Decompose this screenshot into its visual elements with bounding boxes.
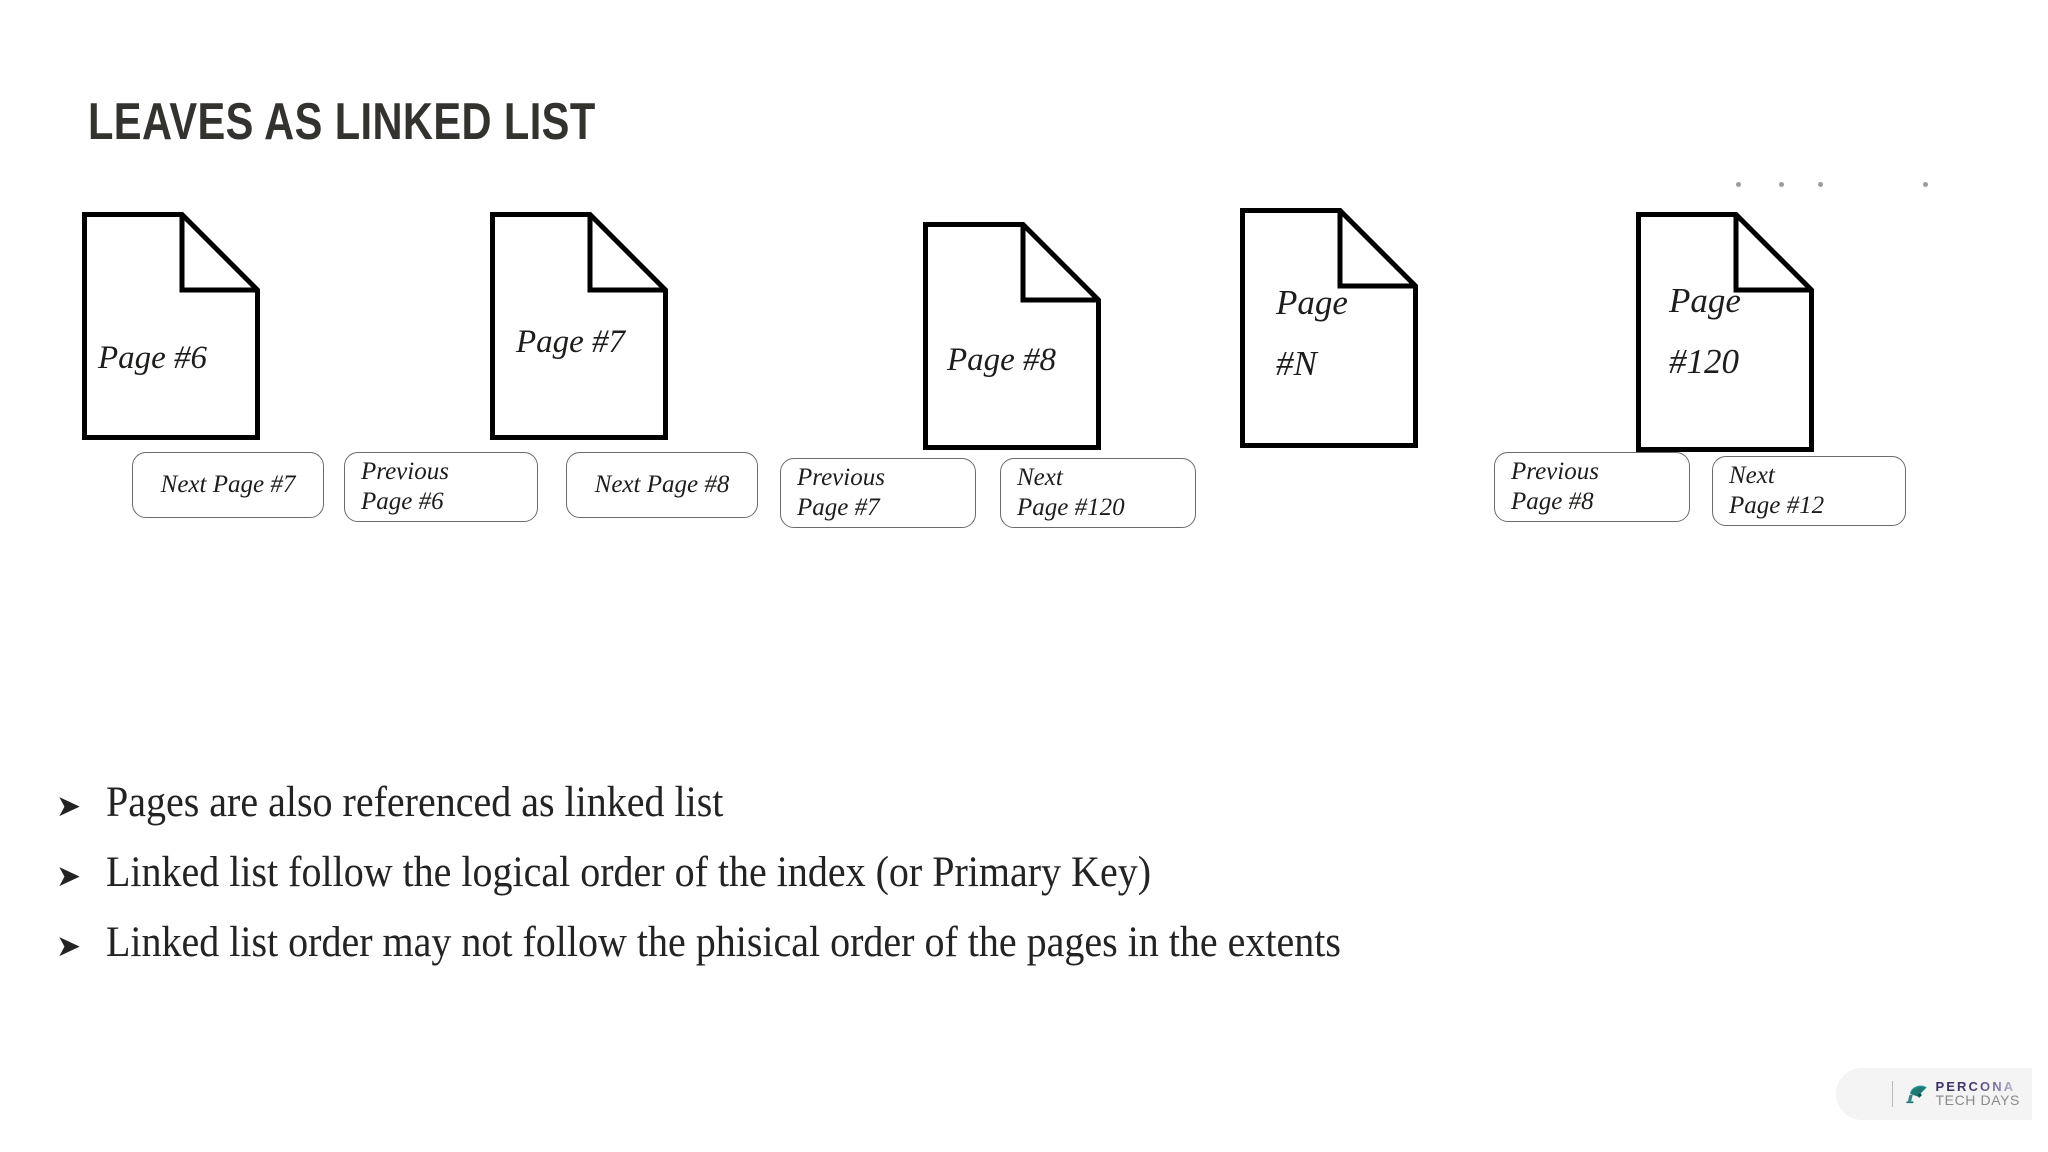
logo-wordmark: PERCONA TECH DAYS — [1936, 1080, 2021, 1108]
page-document: Page #6 — [82, 212, 260, 440]
page-document: Page #8 — [923, 222, 1101, 450]
bullet-item: ➤ Linked list order may not follow the ph… — [56, 918, 1956, 968]
logo-secondary-text: TECH DAYS — [1935, 1092, 2020, 1109]
page-document: Page #120 — [1636, 212, 1814, 452]
page-link-box: Next Page #120 — [1000, 458, 1196, 528]
bullet-item-text: Linked list order may not follow the phi… — [106, 918, 1341, 966]
bullet-arrow-icon: ➤ — [56, 929, 82, 963]
page-link-box: Previous Page #8 — [1494, 452, 1690, 522]
ellipsis-dot — [1779, 182, 1784, 187]
page-document-label: Page #120 — [1669, 281, 1741, 382]
ellipsis-dot — [1923, 182, 1928, 187]
ellipsis-dot — [1818, 182, 1823, 187]
satellite-dish-icon — [1903, 1081, 1929, 1107]
page-link-box: Next Page #8 — [566, 452, 758, 518]
page-document-label: Page #8 — [947, 342, 1057, 378]
logo-divider — [1891, 1081, 1893, 1107]
page-document-label: Page #6 — [98, 340, 208, 376]
page-title: LEAVES AS LINKED LIST — [88, 93, 596, 151]
percona-tech-days-logo: PERCONA TECH DAYS — [1836, 1068, 2032, 1120]
bullet-list: ➤ Pages are also referenced as linked lis… — [56, 778, 1956, 988]
logo-primary-text: PERCONA — [1936, 1080, 2021, 1094]
bullet-item: ➤ Linked list follow the logical order of… — [56, 848, 1956, 898]
bullet-arrow-icon: ➤ — [56, 859, 82, 893]
page-document: Page #N — [1240, 208, 1418, 448]
bullet-item-text: Linked list follow the logical order of … — [106, 848, 1152, 896]
bullet-item: ➤ Pages are also referenced as linked lis… — [56, 778, 1956, 828]
bullet-item-text: Pages are also referenced as linked list — [106, 779, 724, 826]
page-document-label: Page #N — [1276, 283, 1348, 384]
ellipsis-dot — [1736, 182, 1741, 187]
page-document: Page #7 — [490, 212, 668, 440]
page-link-box: Next Page #7 — [132, 452, 324, 518]
page-link-box: Next Page #12 — [1712, 456, 1906, 526]
page-link-box: Previous Page #6 — [344, 452, 538, 522]
page-link-box: Previous Page #7 — [780, 458, 976, 528]
bullet-arrow-icon: ➤ — [56, 790, 82, 823]
page-document-label: Page #7 — [516, 324, 626, 360]
